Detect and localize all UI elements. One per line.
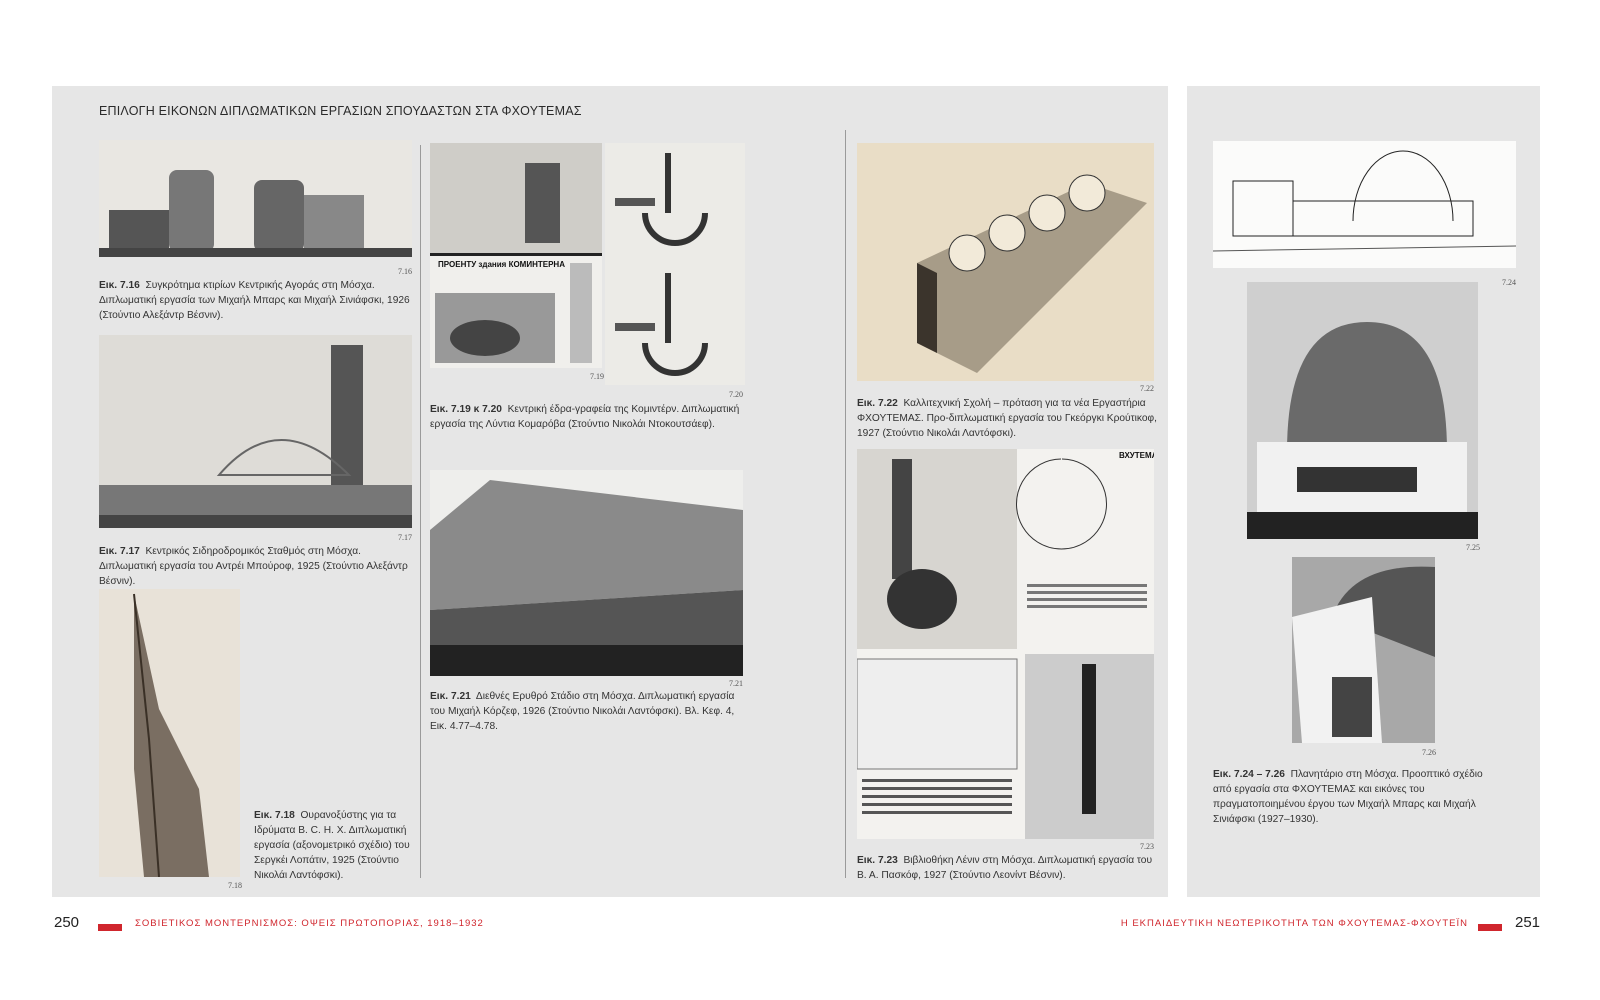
caption-text: Ουρανοξύστης για τα Ιδρύματα Β. C. Η. Χ.…	[254, 810, 410, 881]
figure-7-19-image: ΠРОЕНТУ здания КОМИНТЕРНА	[430, 143, 602, 368]
column-divider	[845, 130, 846, 878]
figure-number: 7.21	[729, 679, 743, 688]
figure-7-17-image	[99, 335, 412, 528]
caption-text: Κεντρικός Σιδηροδρομικός Σταθμός στη Μόσ…	[99, 546, 408, 587]
caption-7-16: Εικ. 7.16 Συγκρότημα κτιρίων Κεντρικής Α…	[99, 278, 419, 323]
vkhutemas-heading: ВХУТЕМАС	[1119, 451, 1154, 460]
right-page-number: 251	[1515, 914, 1541, 931]
caption-7-24-7-26: Εικ. 7.24 – 7.26 Πλανητάριο στη Μόσχα. Π…	[1213, 767, 1493, 827]
figure-number: 7.18	[228, 881, 242, 890]
caption-text: Πλανητάριο στη Μόσχα. Προοπτικό σχέδιο α…	[1213, 769, 1483, 825]
caption-text: Καλλιτεχνική Σχολή – πρόταση για τα νέα …	[857, 398, 1157, 439]
figure-7-24-image	[1213, 141, 1516, 268]
caption-7-18: Εικ. 7.18 Ουρανοξύστης για τα Ιδρύματα Β…	[254, 808, 419, 883]
caption-7-23: Εικ. 7.23 Βιβλιοθήκη Λένιν στη Μόσχα. Δι…	[857, 853, 1157, 883]
caption-label: Εικ. 7.22	[857, 398, 898, 409]
figure-number: 7.22	[1140, 384, 1154, 393]
figure-7-26-image	[1292, 557, 1435, 743]
caption-text: Βιβλιοθήκη Λένιν στη Μόσχα. Διπλωματική …	[857, 855, 1153, 881]
caption-7-22: Εικ. 7.22 Καλλιτεχνική Σχολή – πρόταση γ…	[857, 396, 1157, 441]
caption-label: Εικ. 7.16	[99, 280, 140, 291]
accent-bar	[1478, 924, 1502, 931]
caption-label: Εικ. 7.19 κ 7.20	[430, 404, 502, 415]
page-title: ΕΠΙΛΟΓΗ ΕΙΚΟΝΩΝ ΔΙΠΛΩΜΑΤΙΚΩΝ ΕΡΓΑΣΙΩΝ ΣΠ…	[99, 104, 582, 118]
figure-number: 7.25	[1466, 543, 1480, 552]
caption-7-19-7-20: Εικ. 7.19 κ 7.20 Κεντρική έδρα-γραφεία τ…	[430, 402, 745, 432]
figure-number: 7.16	[398, 267, 412, 276]
caption-text: Συγκρότημα κτιρίων Κεντρικής Αγοράς στη …	[99, 280, 410, 321]
figure-7-21-image	[430, 470, 743, 676]
figure-7-25-image	[1247, 282, 1478, 539]
column-divider	[420, 145, 421, 878]
figure-7-18-image	[99, 589, 240, 877]
caption-7-21: Εικ. 7.21 Διεθνές Ερυθρό Στάδιο στη Μόσχ…	[430, 689, 745, 734]
figure-7-23-image: ВХУТЕМАС	[857, 449, 1154, 839]
figure-7-16-image	[99, 140, 412, 257]
caption-label: Εικ. 7.17	[99, 546, 140, 557]
figure-number: 7.24	[1502, 278, 1516, 287]
figure-number: 7.19	[590, 372, 604, 381]
accent-bar	[98, 924, 122, 931]
right-running-title: Η ΕΚΠΑΙΔΕΥΤΙΚΗ ΝΕΩΤΕΡΙΚΟΤΗΤΑ ΤΩΝ ΦΧΟΥΤΕΜ…	[1120, 918, 1468, 929]
left-page-number: 250	[54, 914, 80, 931]
kominterna-heading: ΠРОЕНТУ здания КОМИНТЕРНА	[438, 260, 565, 269]
figure-number: 7.20	[729, 390, 743, 399]
caption-7-17: Εικ. 7.17 Κεντρικός Σιδηροδρομικός Σταθμ…	[99, 544, 419, 589]
figure-number: 7.17	[398, 533, 412, 542]
left-running-title: ΣΟΒΙΕΤΙΚΟΣ ΜΟΝΤΕΡΝΙΣΜΟΣ: ΟΨΕΙΣ ΠΡΩΤΟΠΟΡΙ…	[135, 918, 484, 929]
caption-label: Εικ. 7.23	[857, 855, 898, 866]
figure-number: 7.23	[1140, 842, 1154, 851]
figure-number: 7.26	[1422, 748, 1436, 757]
caption-label: Εικ. 7.24 – 7.26	[1213, 769, 1285, 780]
caption-label: Εικ. 7.18	[254, 810, 295, 821]
figure-7-20-image	[605, 143, 745, 385]
figure-7-22-image	[857, 143, 1154, 381]
caption-label: Εικ. 7.21	[430, 691, 471, 702]
caption-text: Διεθνές Ερυθρό Στάδιο στη Μόσχα. Διπλωμα…	[430, 691, 735, 732]
caption-text: Κεντρική έδρα-γραφεία της Κομιντέρν. Διπ…	[430, 404, 740, 430]
